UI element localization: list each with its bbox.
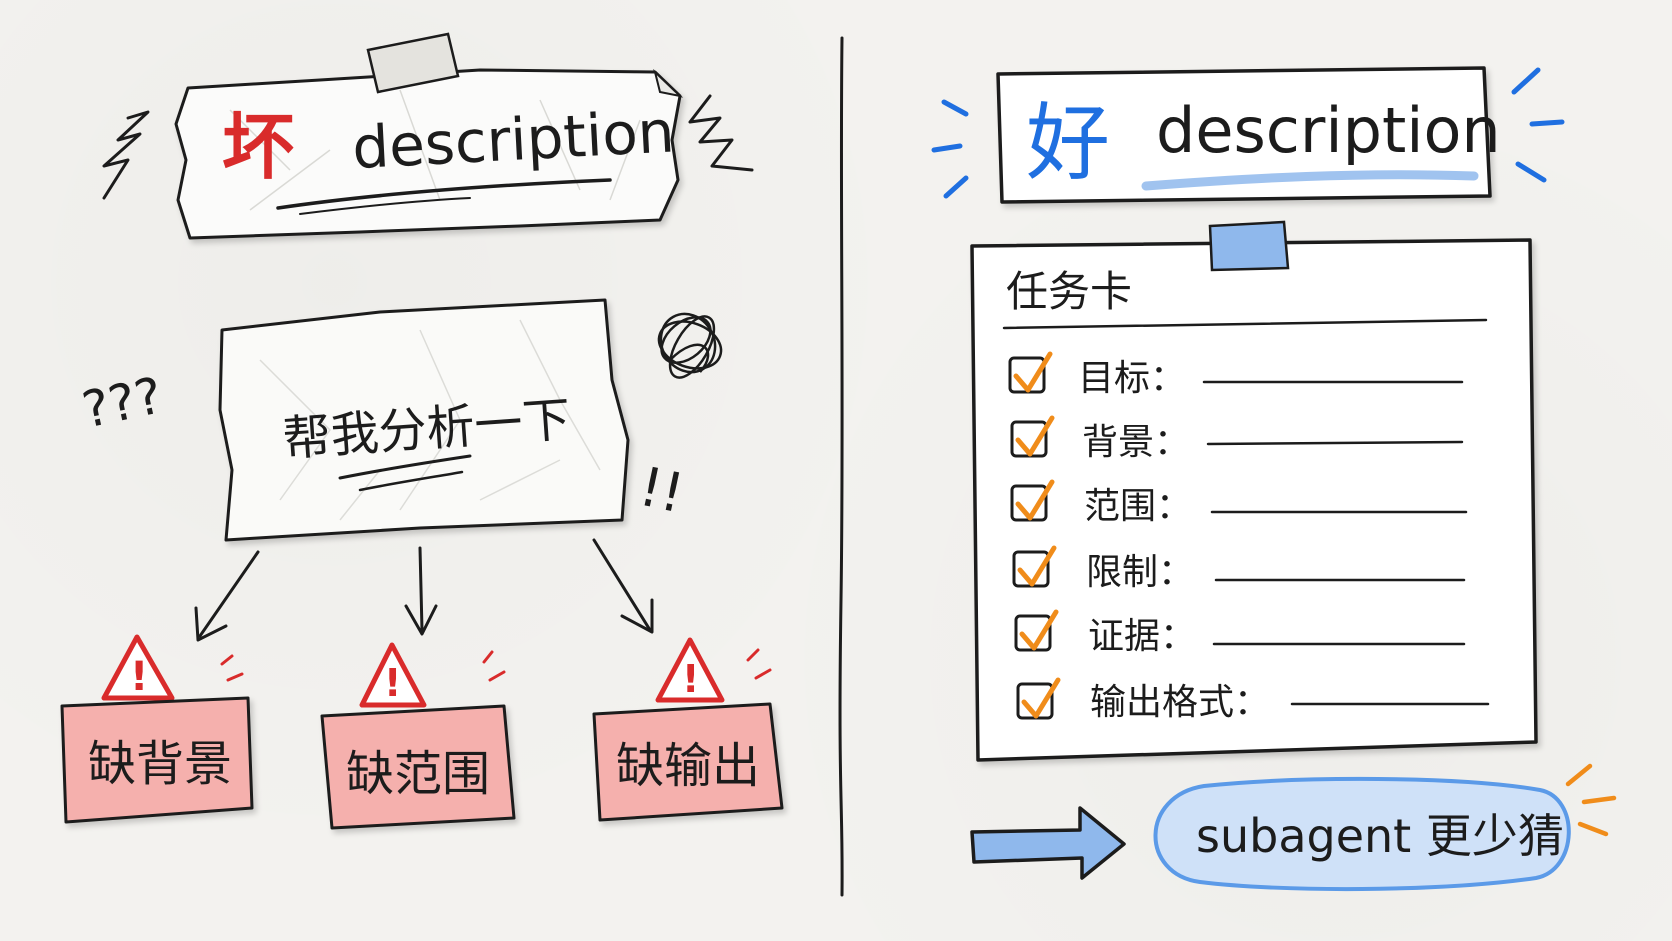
arrow-to-problem-3 xyxy=(592,538,652,632)
field-label-2: 背景： xyxy=(1082,422,1190,463)
bad-question-marks: ??? xyxy=(77,366,167,439)
bad-title-underline xyxy=(276,178,612,210)
field-label-3: 范围： xyxy=(1084,486,1192,527)
check-icon xyxy=(1015,415,1055,457)
bad-title-banner xyxy=(174,68,684,240)
problem-card-2: ! 缺范围 xyxy=(320,642,516,830)
task-card-tape xyxy=(1208,220,1290,272)
good-title-underline xyxy=(1141,170,1479,191)
bad-zigzag-right xyxy=(688,94,754,172)
problem-card-1: ! 缺背景 xyxy=(60,634,254,824)
field-label-5: 证据： xyxy=(1088,616,1196,657)
good-title-word: description xyxy=(1156,94,1501,167)
result-burst-icon xyxy=(1565,763,1617,837)
warning-icon: ! xyxy=(359,642,427,708)
arrow-to-problem-1 xyxy=(198,550,260,638)
field-row-1: 目标： xyxy=(1008,351,1464,399)
problem-label-1: 缺背景 xyxy=(88,736,232,792)
svg-text:!: ! xyxy=(130,654,148,700)
warning-icon: ! xyxy=(655,637,725,703)
field-row-2: 背景： xyxy=(1010,415,1464,463)
problem-label-3: 缺输出 xyxy=(616,738,760,794)
scribble-ball-icon xyxy=(657,312,723,379)
field-label-1: 目标： xyxy=(1078,358,1186,399)
bad-prompt-card xyxy=(218,298,630,542)
good-title-char: 好 xyxy=(1026,94,1110,192)
check-icon xyxy=(1019,609,1059,651)
good-burst-left-icon xyxy=(931,99,969,199)
task-card-title-rule xyxy=(1002,318,1488,330)
bad-title-word: description xyxy=(350,97,676,182)
task-card xyxy=(970,238,1538,762)
bad-exclaims: !! xyxy=(634,455,689,526)
task-card-title: 任务卡 xyxy=(1006,267,1132,316)
result-arrow-icon xyxy=(970,806,1126,880)
bad-title-char: 坏 xyxy=(222,105,294,189)
bad-zigzag-left xyxy=(102,110,150,200)
good-section: 好 description 任务卡 目标： 背景： xyxy=(931,66,1617,892)
field-row-5: 证据： xyxy=(1014,609,1466,657)
good-burst-right-icon xyxy=(1511,67,1565,183)
bad-prompt-underline xyxy=(338,454,472,480)
result-text: subagent 更少猜 xyxy=(1196,809,1564,863)
svg-text:!: ! xyxy=(682,657,699,701)
bad-section: 坏 description 帮我分析一下 ??? !! xyxy=(60,32,784,830)
field-line-2 xyxy=(1206,440,1464,446)
problem-label-2: 缺范围 xyxy=(346,746,490,802)
field-label-6: 输出格式： xyxy=(1090,682,1270,723)
field-row-3: 范围： xyxy=(1010,479,1468,527)
check-icon xyxy=(1015,479,1055,521)
problem-card-3: ! 缺输出 xyxy=(592,637,784,822)
result-pill xyxy=(1153,776,1571,892)
check-icon xyxy=(1021,677,1061,719)
center-divider xyxy=(838,36,844,897)
check-icon xyxy=(1013,351,1053,393)
good-title-box xyxy=(996,66,1492,204)
field-row-6: 输出格式： xyxy=(1016,677,1490,723)
warning-icon: ! xyxy=(101,634,175,701)
arrow-to-problem-2 xyxy=(418,546,424,632)
field-row-4: 限制： xyxy=(1012,545,1466,593)
bad-arrows xyxy=(194,538,654,642)
check-icon xyxy=(1017,545,1057,587)
field-label-4: 限制： xyxy=(1086,552,1194,593)
svg-text:!: ! xyxy=(384,661,401,705)
bad-title-tape xyxy=(366,32,460,94)
